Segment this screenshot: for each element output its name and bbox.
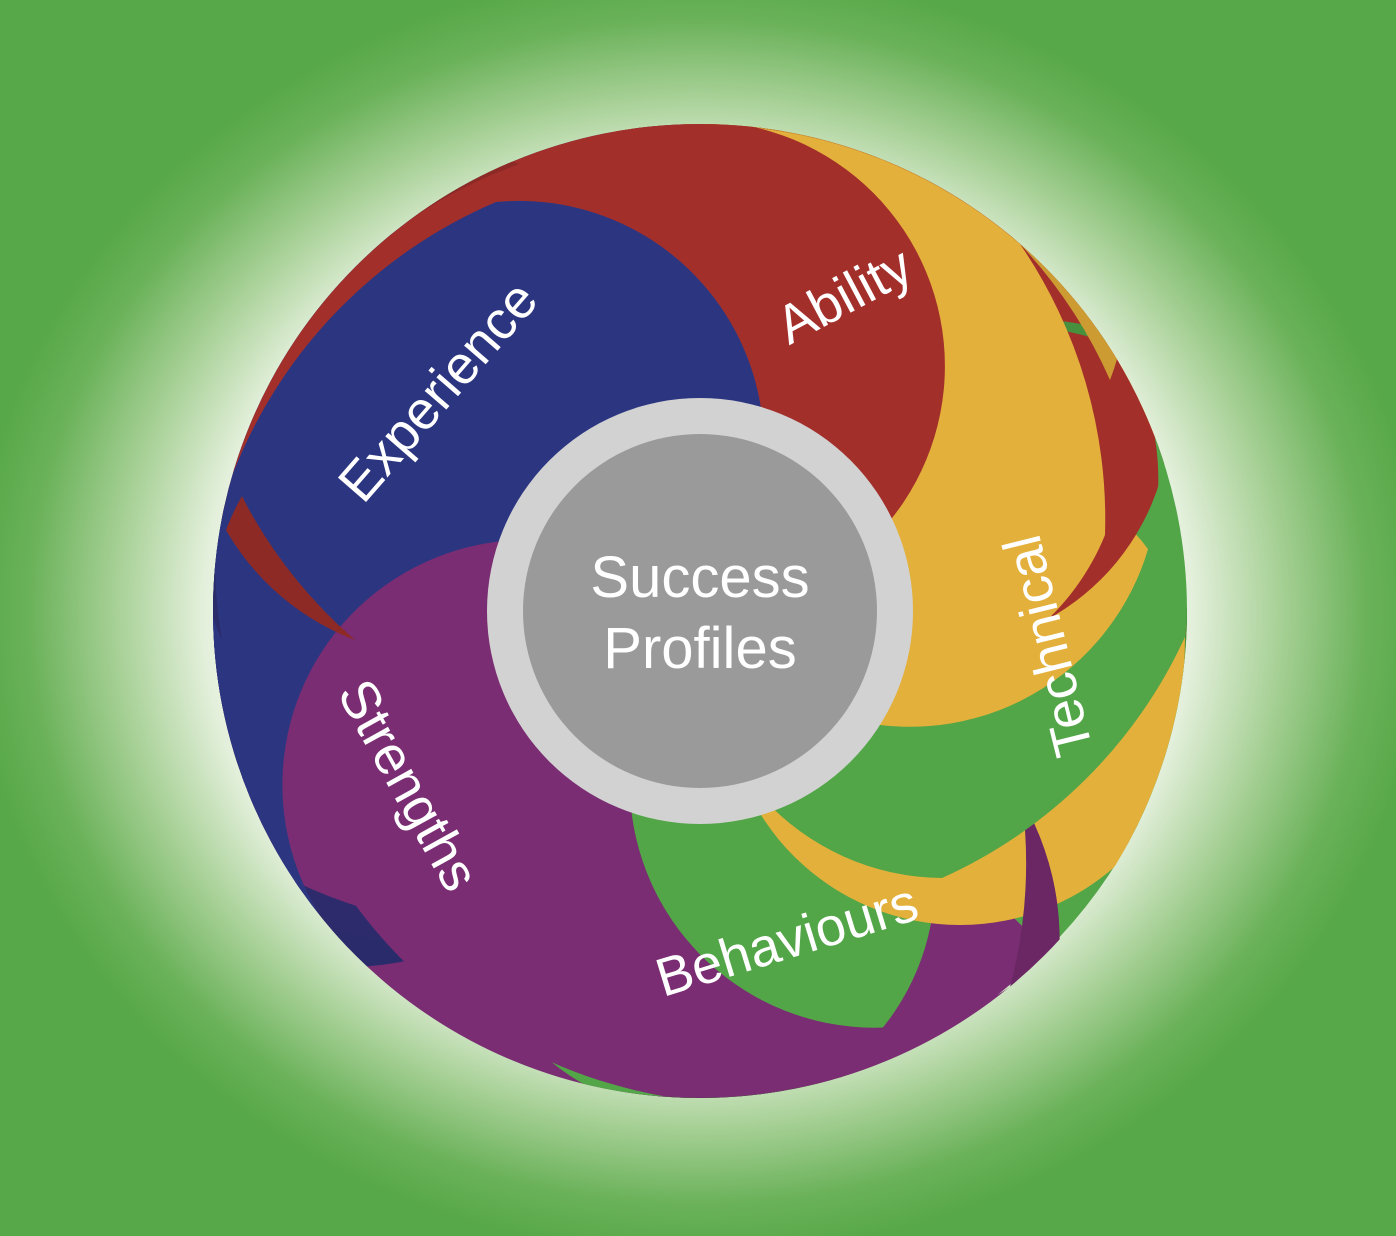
petal-strengths[interactable] bbox=[322, 571, 1010, 1098]
center-hub-disc[interactable] bbox=[523, 434, 877, 788]
petal-experience-overlap bbox=[215, 200, 764, 611]
center-title-line2: Profiles bbox=[603, 616, 796, 681]
center-title-line1: Success bbox=[590, 545, 809, 610]
petal-technical[interactable] bbox=[700, 125, 1106, 688]
